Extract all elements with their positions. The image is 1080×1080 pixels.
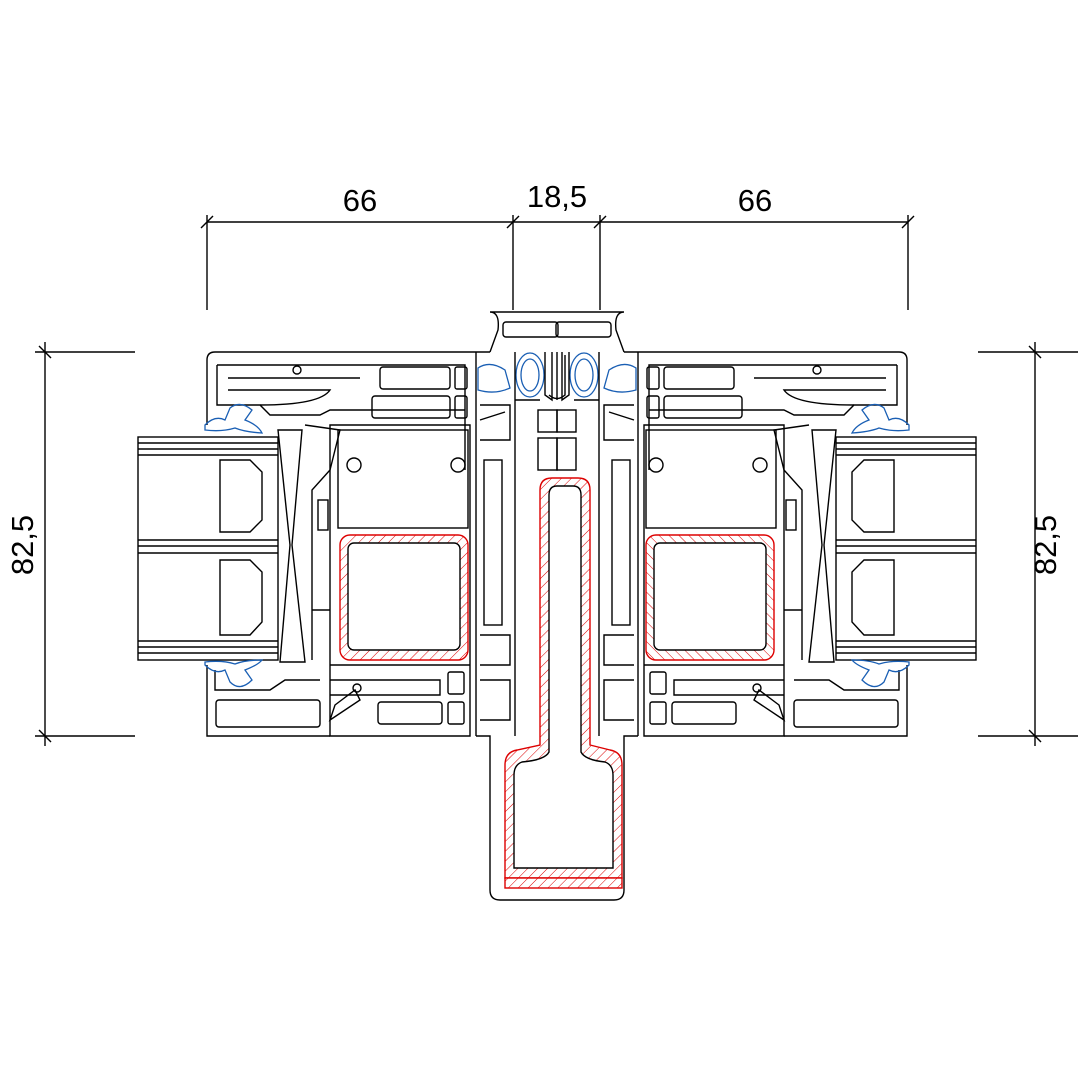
mullion-steel-reinforcement [504,352,623,889]
dimension-right-width: 66 [738,183,772,218]
side-dimension-lines [35,342,1078,746]
dimension-left-height: 82,5 [5,515,40,575]
dimension-mullion-width: 18,5 [527,179,587,214]
dimension-left-width: 66 [343,183,377,218]
left-window-section [137,311,559,901]
top-dimension-lines [200,215,915,310]
dimension-right-height: 82,5 [1028,515,1063,575]
